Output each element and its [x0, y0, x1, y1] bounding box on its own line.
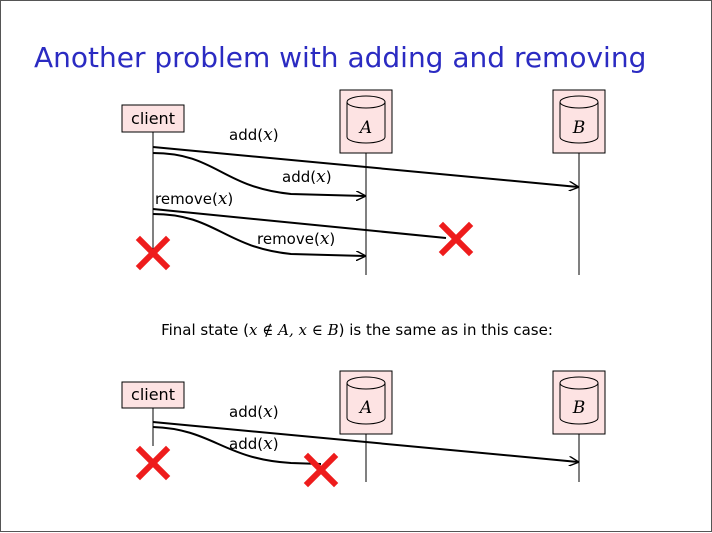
message-arg: x: [263, 125, 273, 145]
client-node: client: [121, 104, 185, 133]
comparison-caption: Final state (x ∉ A, x ∈ B) is the same a…: [161, 321, 553, 339]
svg-text:add(x): add(x): [229, 434, 279, 454]
message-arg: x: [263, 402, 273, 422]
message-op: remove: [257, 230, 314, 248]
replica-a-label: A: [358, 118, 372, 138]
message-op: remove: [155, 190, 212, 208]
message-add-to-a: add(x): [152, 152, 365, 196]
database-icon: [559, 376, 599, 425]
svg-text:add(x): add(x): [282, 167, 332, 187]
replica-a-node: A: [339, 370, 393, 435]
replica-b-node: B: [552, 89, 606, 154]
diagram-1: client A B: [121, 89, 606, 275]
message-add-to-a-lost: add(x): [152, 426, 322, 465]
database-icon: [346, 376, 386, 425]
svg-text:add(x): add(x): [229, 402, 279, 422]
svg-text:add(x): add(x): [229, 125, 279, 145]
crash-icon: [135, 445, 171, 481]
client-label: client: [131, 109, 175, 128]
svg-text:remove(x): remove(x): [257, 229, 335, 249]
slide-title: Another problem with adding and removing: [34, 41, 647, 74]
message-remove-to-a: remove(x): [152, 213, 365, 256]
message-op: add: [282, 168, 310, 186]
message-arg: x: [320, 229, 330, 249]
client-node: client: [121, 381, 185, 409]
replica-b-label: B: [572, 398, 586, 418]
message-add-to-b: add(x): [152, 402, 578, 462]
message-arg: x: [263, 434, 273, 454]
database-icon: [346, 95, 386, 144]
replica-a-label: A: [358, 398, 372, 418]
diagram-2: client A B add(x): [121, 370, 606, 488]
crash-icon: [303, 452, 339, 488]
message-op: add: [229, 126, 257, 144]
message-arg: x: [316, 167, 326, 187]
message-op: add: [229, 435, 257, 453]
replica-a-node: A: [339, 89, 393, 154]
message-remove-to-b-lost: remove(x): [152, 189, 447, 239]
client-label: client: [131, 385, 175, 404]
message-op: add: [229, 403, 257, 421]
crash-icon: [438, 221, 474, 257]
replica-b-label: B: [572, 118, 586, 138]
database-icon: [559, 95, 599, 144]
crash-icon: [135, 235, 171, 271]
svg-text:remove(x): remove(x): [155, 189, 233, 209]
replica-b-node: B: [552, 370, 606, 435]
message-arg: x: [218, 189, 228, 209]
message-add-to-b: add(x): [152, 125, 578, 187]
